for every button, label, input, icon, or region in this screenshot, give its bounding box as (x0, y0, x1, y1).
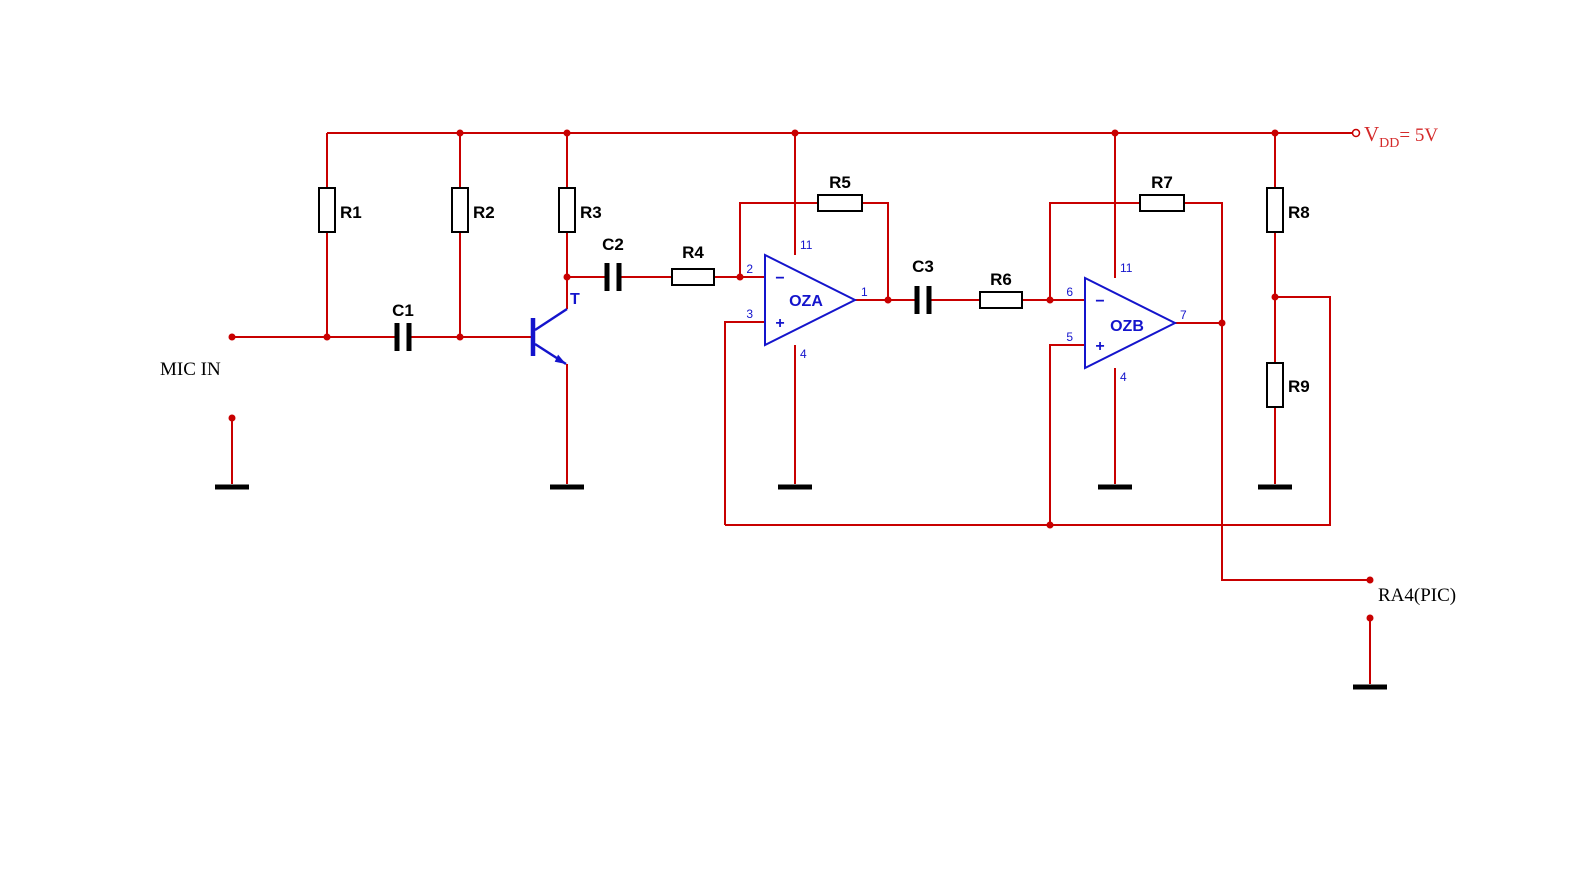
mic-in-label: MIC IN (160, 359, 221, 380)
output-wire (1175, 322, 1370, 581)
resistor-r2: R2 (451, 187, 495, 233)
junction-dot (1366, 576, 1374, 584)
junction-dot (791, 129, 799, 137)
junction-dot (1271, 293, 1279, 301)
transistor-collector-lead (534, 307, 568, 332)
opamp-oza-body (764, 253, 858, 347)
resistor-r5: R5 (817, 173, 863, 212)
opamp-oza-pin-vcc: 11 (800, 238, 813, 252)
junction-dot (563, 129, 571, 137)
resistor-r6-body (979, 291, 1023, 309)
resistor-r8-body (1266, 187, 1284, 233)
opamp-ozb-body (1084, 276, 1178, 370)
resistor-r5-label: R5 (829, 173, 851, 192)
junction-dot (1111, 129, 1119, 137)
capacitor-c2-label: C2 (602, 235, 624, 254)
oza-feedback-wire (739, 202, 889, 300)
ozb-feedback-wire (1049, 202, 1223, 323)
opamp-ozb-minus-icon: − (1095, 293, 1104, 310)
opamp-oza-pin-noninv: 3 (746, 307, 753, 321)
vdd-subscript: DD (1379, 136, 1399, 151)
capacitor-c3-label: C3 (912, 257, 934, 276)
junction-dot (228, 333, 236, 341)
resistor-r1-body (318, 187, 336, 233)
junction-dot (736, 273, 744, 281)
opamp-oza-pin-out: 1 (861, 285, 868, 299)
opamp-oza-name: OZA (789, 293, 823, 310)
opamp-ozb-pin-inv: 6 (1066, 285, 1073, 299)
resistor-r7-label: R7 (1151, 173, 1173, 192)
junction-dot (563, 273, 571, 281)
junction-dot (228, 414, 236, 422)
resistor-r4-label: R4 (682, 243, 704, 262)
resistor-r4-body (671, 268, 715, 286)
junction-dot (1366, 614, 1374, 622)
resistor-r1-label: R1 (340, 203, 362, 222)
resistor-r9-label: R9 (1288, 377, 1310, 396)
resistor-r3-body (558, 187, 576, 233)
junction-dot (884, 296, 892, 304)
opamp-ozb-pin-gnd: 4 (1120, 370, 1127, 384)
resistor-r1: R1 (318, 187, 362, 233)
opamp-ozb: OZB − + 6 5 7 11 4 (1066, 261, 1187, 384)
transistor-t: T (530, 291, 580, 366)
resistor-r5-body (817, 194, 863, 212)
opamp-oza: OZA − + 2 3 1 11 4 (746, 238, 868, 361)
ozb-noninv-wire (1049, 344, 1085, 525)
vdd-label: VDD= 5V (1364, 122, 1438, 151)
junction-dot (456, 333, 464, 341)
opamp-oza-pin-gnd: 4 (800, 347, 807, 361)
capacitor-c1-label: C1 (392, 301, 414, 320)
resistor-r2-label: R2 (473, 203, 495, 222)
resistor-r7: R7 (1139, 173, 1185, 212)
opamp-ozb-name: OZB (1110, 318, 1144, 335)
junction-dots (228, 129, 1374, 622)
capacitor-c2-plates (604, 263, 622, 291)
capacitor-c2: C2 (602, 235, 624, 291)
opamp-oza-minus-icon: − (775, 270, 784, 287)
collector-wire (566, 276, 765, 309)
resistor-r8-label: R8 (1288, 203, 1310, 222)
opamp-oza-plus-icon: + (775, 315, 784, 332)
ra4-label: RA4(PIC) (1378, 585, 1456, 606)
capacitor-c3-plates (914, 286, 932, 314)
opamp-ozb-pin-out: 7 (1180, 308, 1187, 322)
capacitor-c1: C1 (392, 301, 414, 351)
transistor-emitter-arrow-icon (554, 354, 566, 364)
resistor-r6-label: R6 (990, 270, 1012, 289)
wires (231, 132, 1371, 684)
junction-dot (323, 333, 331, 341)
resistor-r3-label: R3 (580, 203, 602, 222)
capacitor-c3: C3 (912, 257, 934, 314)
junction-dot (1218, 319, 1226, 327)
resistor-r8: R8 (1266, 187, 1310, 233)
junction-dot (1271, 129, 1279, 137)
resistor-r3: R3 (558, 187, 602, 233)
opamp-ozb-plus-icon: + (1095, 338, 1104, 355)
oza-noninv-wire (724, 321, 765, 525)
resistor-r9: R9 (1266, 362, 1310, 408)
capacitor-c1-plates (394, 323, 412, 351)
transistor-label: T (570, 291, 580, 308)
bias-divider-wire (725, 296, 1331, 526)
resistor-r7-body (1139, 194, 1185, 212)
opamp-ozb-pin-vcc: 11 (1120, 261, 1133, 275)
junction-dot (456, 129, 464, 137)
junction-dot (1046, 296, 1054, 304)
vdd-terminal-icon (1351, 128, 1361, 138)
resistor-r4: R4 (671, 243, 715, 286)
resistor-r2-body (451, 187, 469, 233)
junction-dot (1046, 521, 1054, 529)
resistor-r6: R6 (979, 270, 1023, 309)
opamp-oza-pin-inv: 2 (746, 262, 753, 276)
resistor-r9-body (1266, 362, 1284, 408)
opamp-ozb-pin-noninv: 5 (1066, 330, 1073, 344)
ground-symbols (215, 484, 1387, 690)
